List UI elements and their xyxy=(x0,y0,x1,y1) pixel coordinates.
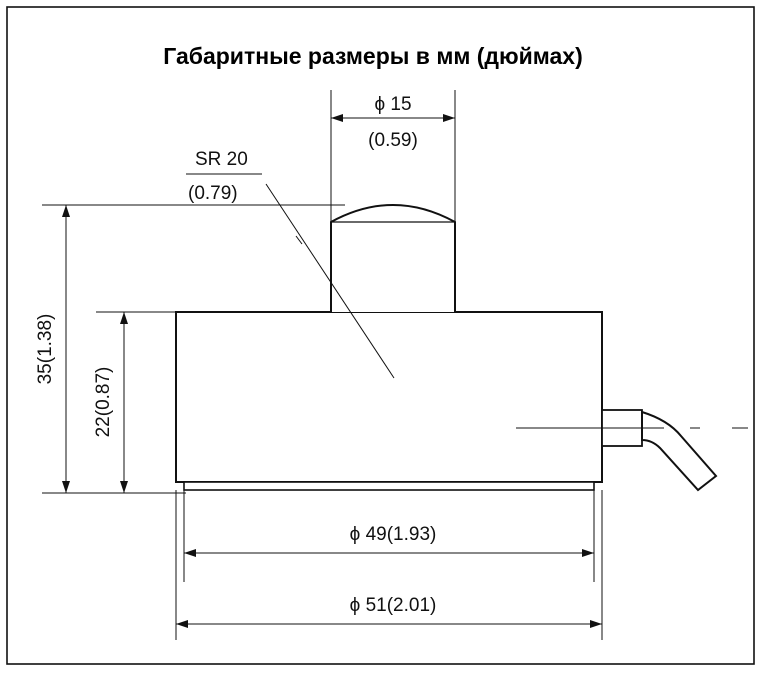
button-diameter-label: ϕ 15 xyxy=(374,94,411,115)
sphere-radius-inch-label: (0.79) xyxy=(188,183,238,204)
base-diameter-label: ϕ 49(1.93) xyxy=(350,524,437,545)
page-title: Габаритные размеры в мм (дюймах) xyxy=(163,43,583,69)
base-plate xyxy=(183,481,595,491)
leader-tick xyxy=(295,235,303,245)
arrowhead xyxy=(443,114,455,122)
drawing-frame xyxy=(6,6,755,665)
arrowhead xyxy=(582,549,594,557)
button-diameter-inch-label: (0.59) xyxy=(368,130,418,151)
arrowhead xyxy=(176,620,188,628)
arrowhead xyxy=(62,481,70,493)
body-diameter-label: ϕ 51(2.01) xyxy=(350,595,437,616)
arrowhead xyxy=(590,620,602,628)
cable xyxy=(641,410,718,492)
arrowhead xyxy=(62,205,70,217)
arrowhead xyxy=(120,312,128,324)
total-height-label: 35(1.38) xyxy=(35,314,56,385)
sphere-radius-label: SR 20 xyxy=(195,149,248,170)
body-height-label: 22(0.87) xyxy=(93,367,114,438)
load-button xyxy=(330,204,456,312)
arrowhead xyxy=(120,481,128,493)
sphere-radius-leader xyxy=(265,183,395,379)
load-cell-body xyxy=(175,311,603,483)
arrowhead xyxy=(331,114,343,122)
arrowhead xyxy=(184,549,196,557)
